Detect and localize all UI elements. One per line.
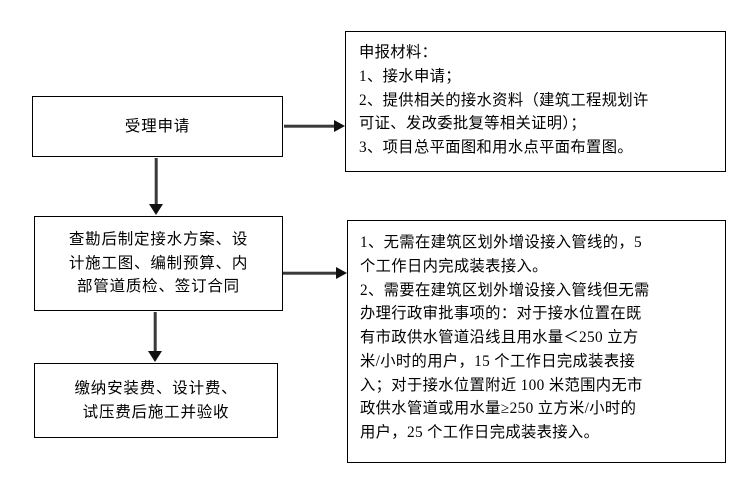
arrow-right-icon-survey-to-timeline	[283, 265, 348, 281]
process-box-payment-and-acceptance-label: 缴纳安装费、设计费、 试压费后施工并验收	[74, 379, 238, 421]
process-box-accept-application-label: 受理申请	[124, 117, 191, 135]
arrow-shaft	[283, 271, 337, 275]
arrow-down-icon-survey-to-payment	[146, 312, 164, 363]
info-box-application-materials-text: 申报材料： 1、接水申请； 2、提供相关的接水资料（建筑工程规划许 可证、发改委…	[359, 44, 649, 157]
arrow-head	[148, 351, 162, 362]
arrow-shaft	[153, 312, 157, 352]
arrow-right-icon-accept-to-materials	[284, 118, 346, 134]
arrow-shaft	[284, 124, 335, 128]
arrow-head	[149, 204, 163, 215]
info-box-processing-timeline[interactable]: 1、无需在建筑区划外增设接入管线的，5 个工作日内完成装表接入。 2、需要在建筑…	[347, 220, 726, 463]
arrow-head	[336, 267, 347, 279]
process-box-payment-and-acceptance[interactable]: 缴纳安装费、设计费、 试压费后施工并验收	[34, 363, 278, 438]
process-box-accept-application[interactable]: 受理申请	[32, 96, 283, 157]
process-box-survey-and-plan-label: 查勘后制定接水方案、设 计施工图、编制预算、内 部管道质检、签订合同	[68, 231, 249, 296]
info-box-application-materials[interactable]: 申报材料： 1、接水申请； 2、提供相关的接水资料（建筑工程规划许 可证、发改委…	[345, 31, 726, 172]
arrow-shaft	[154, 158, 158, 205]
process-box-survey-and-plan[interactable]: 查勘后制定接水方案、设 计施工图、编制预算、内 部管道质检、签订合同	[34, 216, 283, 311]
info-box-processing-timeline-text: 1、无需在建筑区划外增设接入管线的，5 个工作日内完成装表接入。 2、需要在建筑…	[360, 234, 650, 442]
arrow-head	[334, 120, 345, 132]
arrow-down-icon-accept-to-survey	[147, 158, 165, 216]
